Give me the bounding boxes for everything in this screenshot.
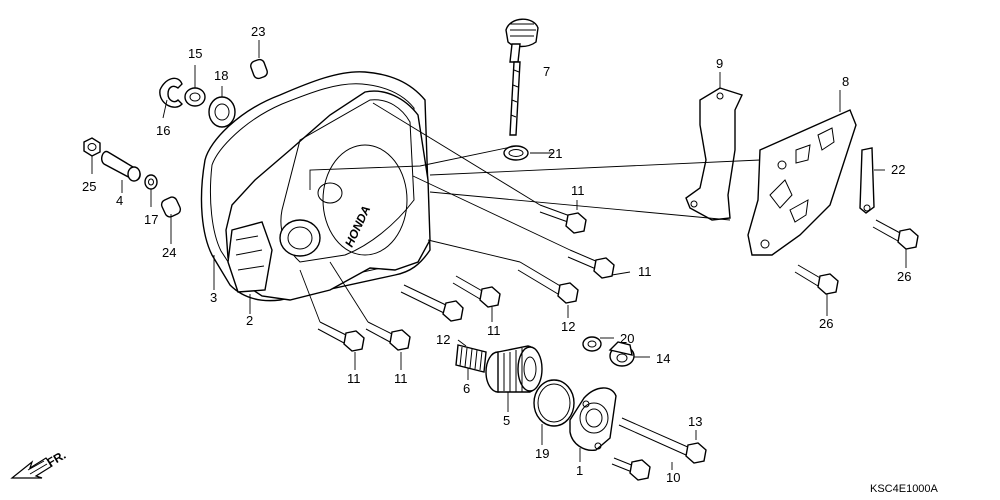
clip-22 [859,147,875,214]
callout-15: 15 [188,46,202,61]
bolt-11-front [400,284,464,322]
callout-22: 22 [891,162,905,177]
callout-6: 6 [463,381,470,396]
filter-cover-1 [569,387,617,451]
bolt-11-right-upper [539,204,587,234]
callout-18: 18 [214,68,228,83]
o-ring-19 [533,379,575,427]
callout-4: 4 [116,193,123,208]
diagram-code: KSC4E1000A [870,483,939,495]
bolt-11-center [452,275,501,308]
callout-19: 19 [535,446,549,461]
callout-11-d: 11 [347,371,361,386]
bolt-13-short [611,457,651,481]
callout-3: 3 [210,290,217,305]
bolt-10-long [618,417,707,464]
pipe-4 [101,150,141,182]
circlip-16 [159,77,183,108]
callout-16: 16 [156,123,170,138]
front-arrow-icon [10,457,53,479]
leader-lines [91,40,907,470]
plug-14 [608,341,635,367]
dowel-24 [160,196,182,218]
callout-24: 24 [162,245,176,260]
dowel-pin-23 [250,58,268,80]
washer-17 [144,174,158,190]
callout-11-b: 11 [638,264,652,279]
callout-9: 9 [716,56,723,71]
callout-2: 2 [246,313,253,328]
bushing-15 [184,87,206,107]
callout-8: 8 [842,74,849,89]
bolt-12-mid [517,261,579,304]
callout-7: 7 [543,64,550,79]
bolt-26-upper [872,219,919,250]
callout-25: 25 [82,179,96,194]
callout-23: 23 [251,24,265,39]
oil-seal-18 [208,96,236,128]
bolt-11-lower-right [365,321,411,351]
callout-20: 20 [620,331,634,346]
callout-17: 17 [144,212,158,227]
callout-5: 5 [503,413,510,428]
callout-11-c: 11 [487,323,501,338]
callout-26-b: 26 [819,316,833,331]
callout-10: 10 [666,470,680,485]
callout-26-a: 26 [897,269,911,284]
callout-13: 13 [688,414,702,429]
front-marker: FR. [10,448,68,479]
guard-plate-9 [685,87,743,221]
callout-21: 21 [548,146,562,161]
callout-12-b: 12 [436,332,450,347]
bolt-25 [83,137,101,157]
callout-11-a: 11 [571,183,585,198]
bolt-11-lower-left [317,321,365,352]
left-crankcase-cover: HONDA [225,90,431,301]
washer-20 [582,336,602,352]
callout-14: 14 [656,351,670,366]
callout-1: 1 [576,463,583,478]
callout-11-e: 11 [394,371,408,386]
bolt-26-lower [794,264,839,295]
cover-plate-8 [747,109,857,256]
callouts: 23 15 18 16 7 9 8 21 25 4 17 24 3 2 11 1… [82,24,911,485]
oil-filler-cap [505,18,539,136]
spring-6 [455,344,487,373]
bolt-11-right-mid [567,249,615,279]
callout-12-a: 12 [561,319,575,334]
oil-filter-5 [485,345,543,393]
